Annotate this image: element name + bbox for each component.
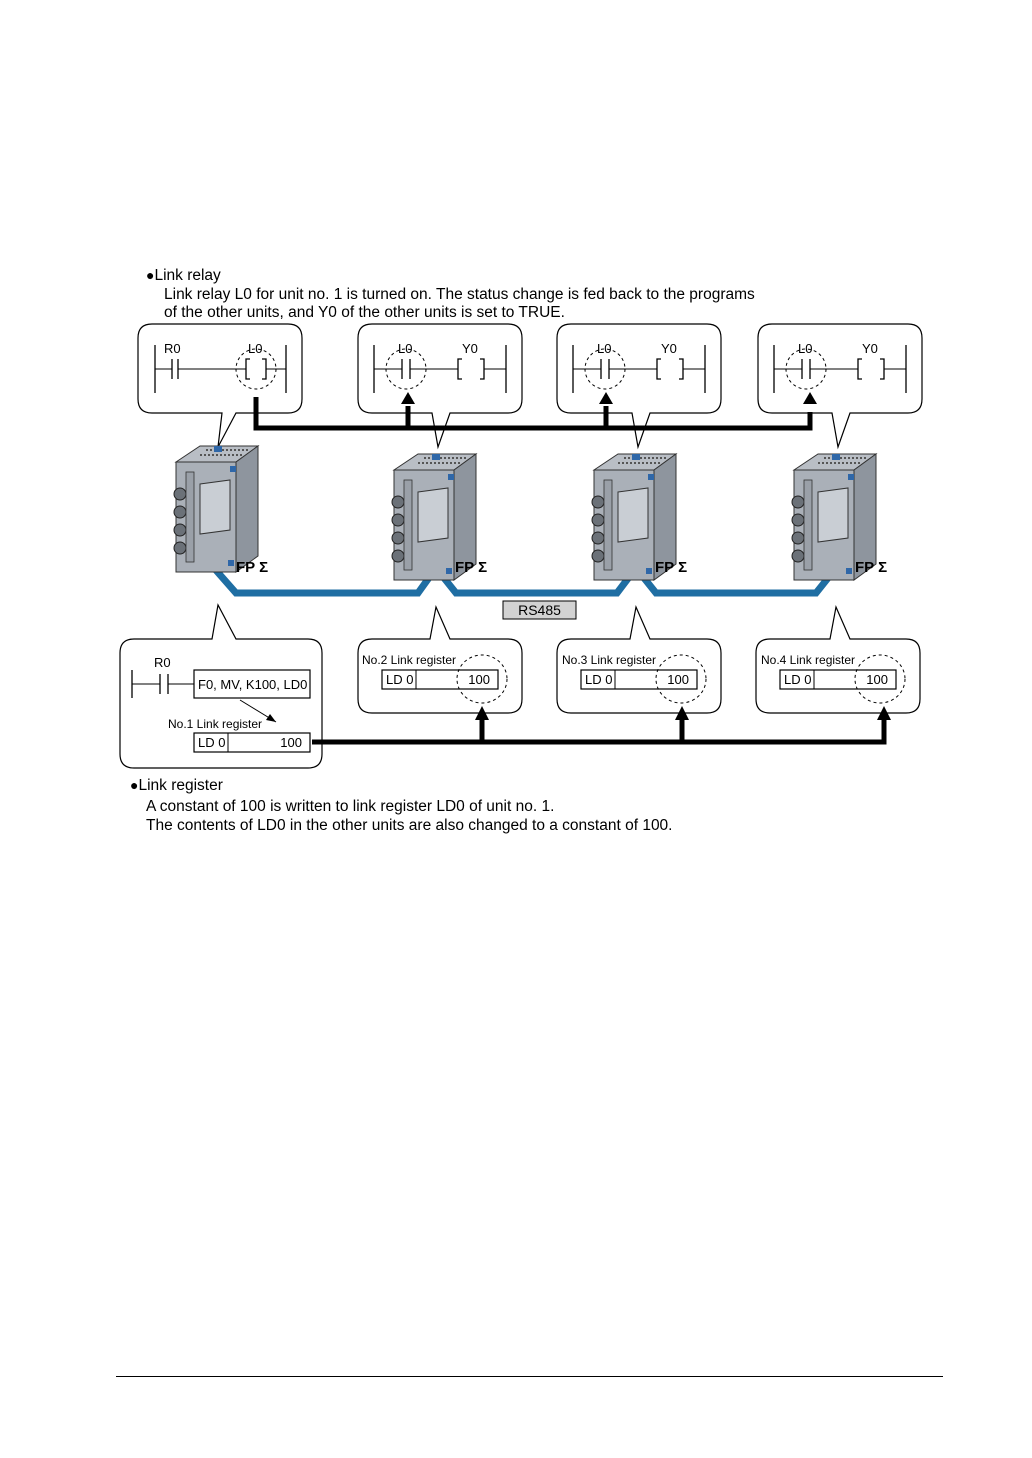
link-relay-heading-text: Link relay bbox=[154, 267, 221, 284]
plc-unit-3: FP Σ bbox=[591, 453, 687, 581]
link-register-description-line2: The contents of LD0 in the other units a… bbox=[146, 817, 673, 834]
rs485-label-box: RS485 bbox=[502, 600, 577, 620]
relay-distribution-line bbox=[253, 397, 813, 431]
rs485-cable bbox=[211, 562, 839, 597]
plc-unit-1: FP Σ bbox=[173, 445, 268, 576]
register-distribution-line bbox=[312, 718, 887, 745]
arrow-up-icon bbox=[401, 392, 415, 404]
footer-divider bbox=[116, 1376, 943, 1377]
arrow-up-icon bbox=[599, 392, 613, 404]
rs485-label: RS485 bbox=[518, 602, 561, 618]
plc-unit-1-label: FP Σ bbox=[236, 559, 268, 576]
register-arrowheads bbox=[475, 706, 891, 720]
register-callout-unit4: No.4 Link register LD 0 100 bbox=[755, 604, 921, 714]
register-unit4-name: LD 0 bbox=[784, 672, 811, 687]
unit2-contact-label: L0 bbox=[398, 341, 412, 356]
register-callout-unit2: No.2 Link register LD 0 100 bbox=[357, 604, 523, 714]
relay-callout-unit4: L0 Y0 bbox=[757, 323, 923, 450]
link-relay-heading: ●Link relay bbox=[146, 266, 221, 285]
link-register-heading: ●Link register bbox=[130, 776, 223, 795]
relay-callout-unit2: L0 Y0 bbox=[357, 323, 523, 450]
link-relay-description-line1: Link relay L0 for unit no. 1 is turned o… bbox=[164, 286, 755, 303]
plc-unit-2: FP Σ bbox=[391, 453, 487, 581]
arrow-icon bbox=[266, 714, 276, 722]
unit1-coil-label: L0 bbox=[248, 341, 262, 356]
register-unit4-value: 100 bbox=[866, 672, 888, 687]
link-relay-description-line2: of the other units, and Y0 of the other … bbox=[164, 304, 565, 321]
relay-arrowheads bbox=[401, 392, 817, 404]
bullet-icon: ● bbox=[146, 267, 155, 283]
register-unit1-name: LD 0 bbox=[198, 735, 225, 750]
unit4-contact-label: L0 bbox=[798, 341, 812, 356]
unit4-coil-label: Y0 bbox=[862, 341, 878, 356]
arrow-up-icon bbox=[675, 706, 689, 720]
register-unit2-name: LD 0 bbox=[386, 672, 413, 687]
plc-unit-2-label: FP Σ bbox=[455, 559, 487, 576]
link-register-heading-text: Link register bbox=[138, 777, 223, 794]
register-callout-unit3: No.3 Link register LD 0 100 bbox=[556, 604, 722, 714]
plc-unit-4: FP Σ bbox=[791, 453, 887, 581]
arrow-up-icon bbox=[475, 706, 489, 720]
register-unit1-title: No.1 Link register bbox=[168, 717, 262, 731]
arrow-up-icon bbox=[877, 706, 891, 720]
register-unit2-title: No.2 Link register bbox=[362, 653, 456, 667]
register-unit2-value: 100 bbox=[468, 672, 490, 687]
plc-unit-4-label: FP Σ bbox=[855, 559, 887, 576]
register-unit1-instruction: F0, MV, K100, LD0 bbox=[198, 677, 307, 692]
plc-unit-3-label: FP Σ bbox=[655, 559, 687, 576]
register-unit3-value: 100 bbox=[667, 672, 689, 687]
register-callout-unit1: R0 F0, MV, K100, LD0 No.1 Link register … bbox=[119, 603, 323, 769]
unit3-coil-label: Y0 bbox=[661, 341, 677, 356]
unit1-contact-label: R0 bbox=[164, 341, 181, 356]
unit2-coil-label: Y0 bbox=[462, 341, 478, 356]
register-unit3-title: No.3 Link register bbox=[562, 653, 656, 667]
link-register-description-line1: A constant of 100 is written to link reg… bbox=[146, 798, 555, 815]
register-unit4-title: No.4 Link register bbox=[761, 653, 855, 667]
register-unit3-name: LD 0 bbox=[585, 672, 612, 687]
arrow-up-icon bbox=[803, 392, 817, 404]
relay-callout-unit1: R0 L0 bbox=[137, 323, 303, 448]
bullet-icon: ● bbox=[130, 777, 139, 793]
register-unit1-value: 100 bbox=[280, 735, 302, 750]
register-unit1-contact-label: R0 bbox=[154, 655, 171, 670]
unit3-contact-label: L0 bbox=[597, 341, 611, 356]
